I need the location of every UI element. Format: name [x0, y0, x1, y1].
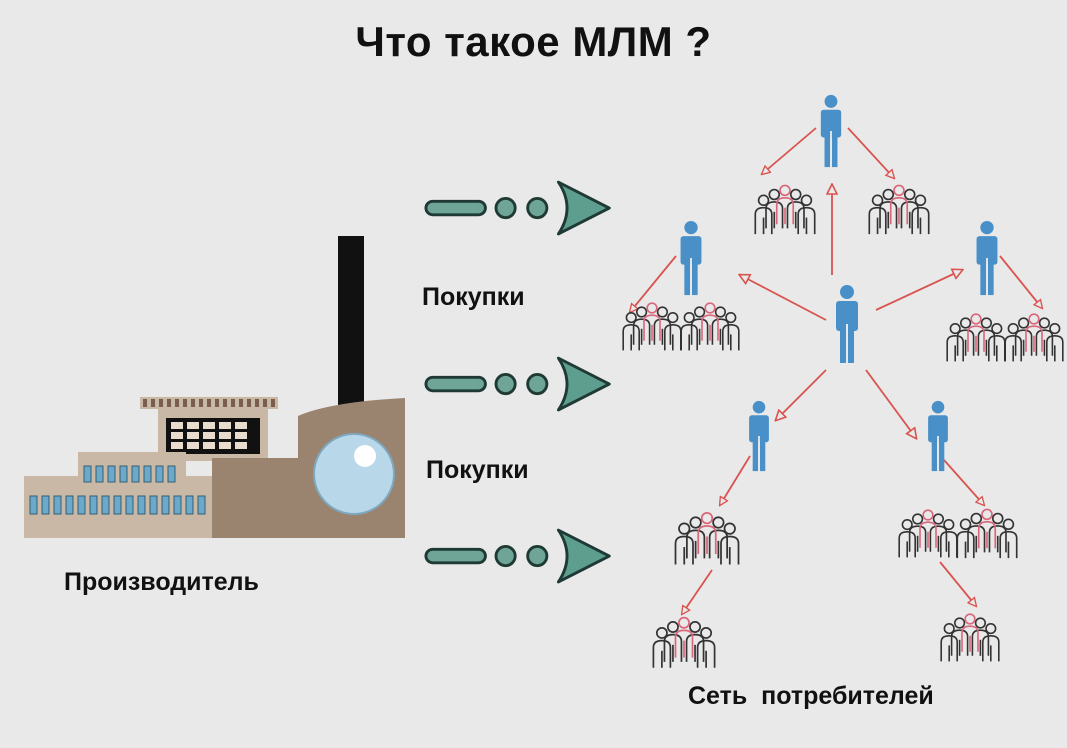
crowd-icon — [869, 185, 928, 234]
person-icon — [975, 219, 999, 297]
crowd-icon — [947, 314, 1005, 361]
crowd-icon — [676, 513, 739, 565]
person-icon — [748, 399, 770, 473]
page-title: Что такое МЛМ ? — [355, 18, 712, 65]
person-icon — [834, 283, 860, 365]
person-icon — [819, 93, 843, 169]
crowd-icon — [941, 614, 999, 661]
purchases-label-mid: Покупки — [426, 456, 529, 484]
flow-arrow-icon — [424, 528, 611, 584]
flow-arrow-icon — [424, 180, 611, 236]
purchases-label-top: Покупки — [422, 283, 525, 311]
crowd-icon — [1005, 314, 1063, 361]
network-label: Сеть потребителей — [688, 682, 934, 710]
crowd-icon — [681, 303, 739, 350]
network-arrows — [630, 127, 1042, 614]
person-icon — [679, 219, 703, 297]
crowd-icon — [755, 185, 814, 234]
crowd-icon — [899, 510, 957, 557]
crowd-icon — [957, 509, 1016, 558]
network-people — [679, 93, 999, 473]
crowd-icon — [653, 618, 714, 668]
factory-icon — [24, 236, 405, 538]
flow-arrow-icon — [424, 356, 611, 412]
producer-label: Производитель — [64, 568, 259, 596]
